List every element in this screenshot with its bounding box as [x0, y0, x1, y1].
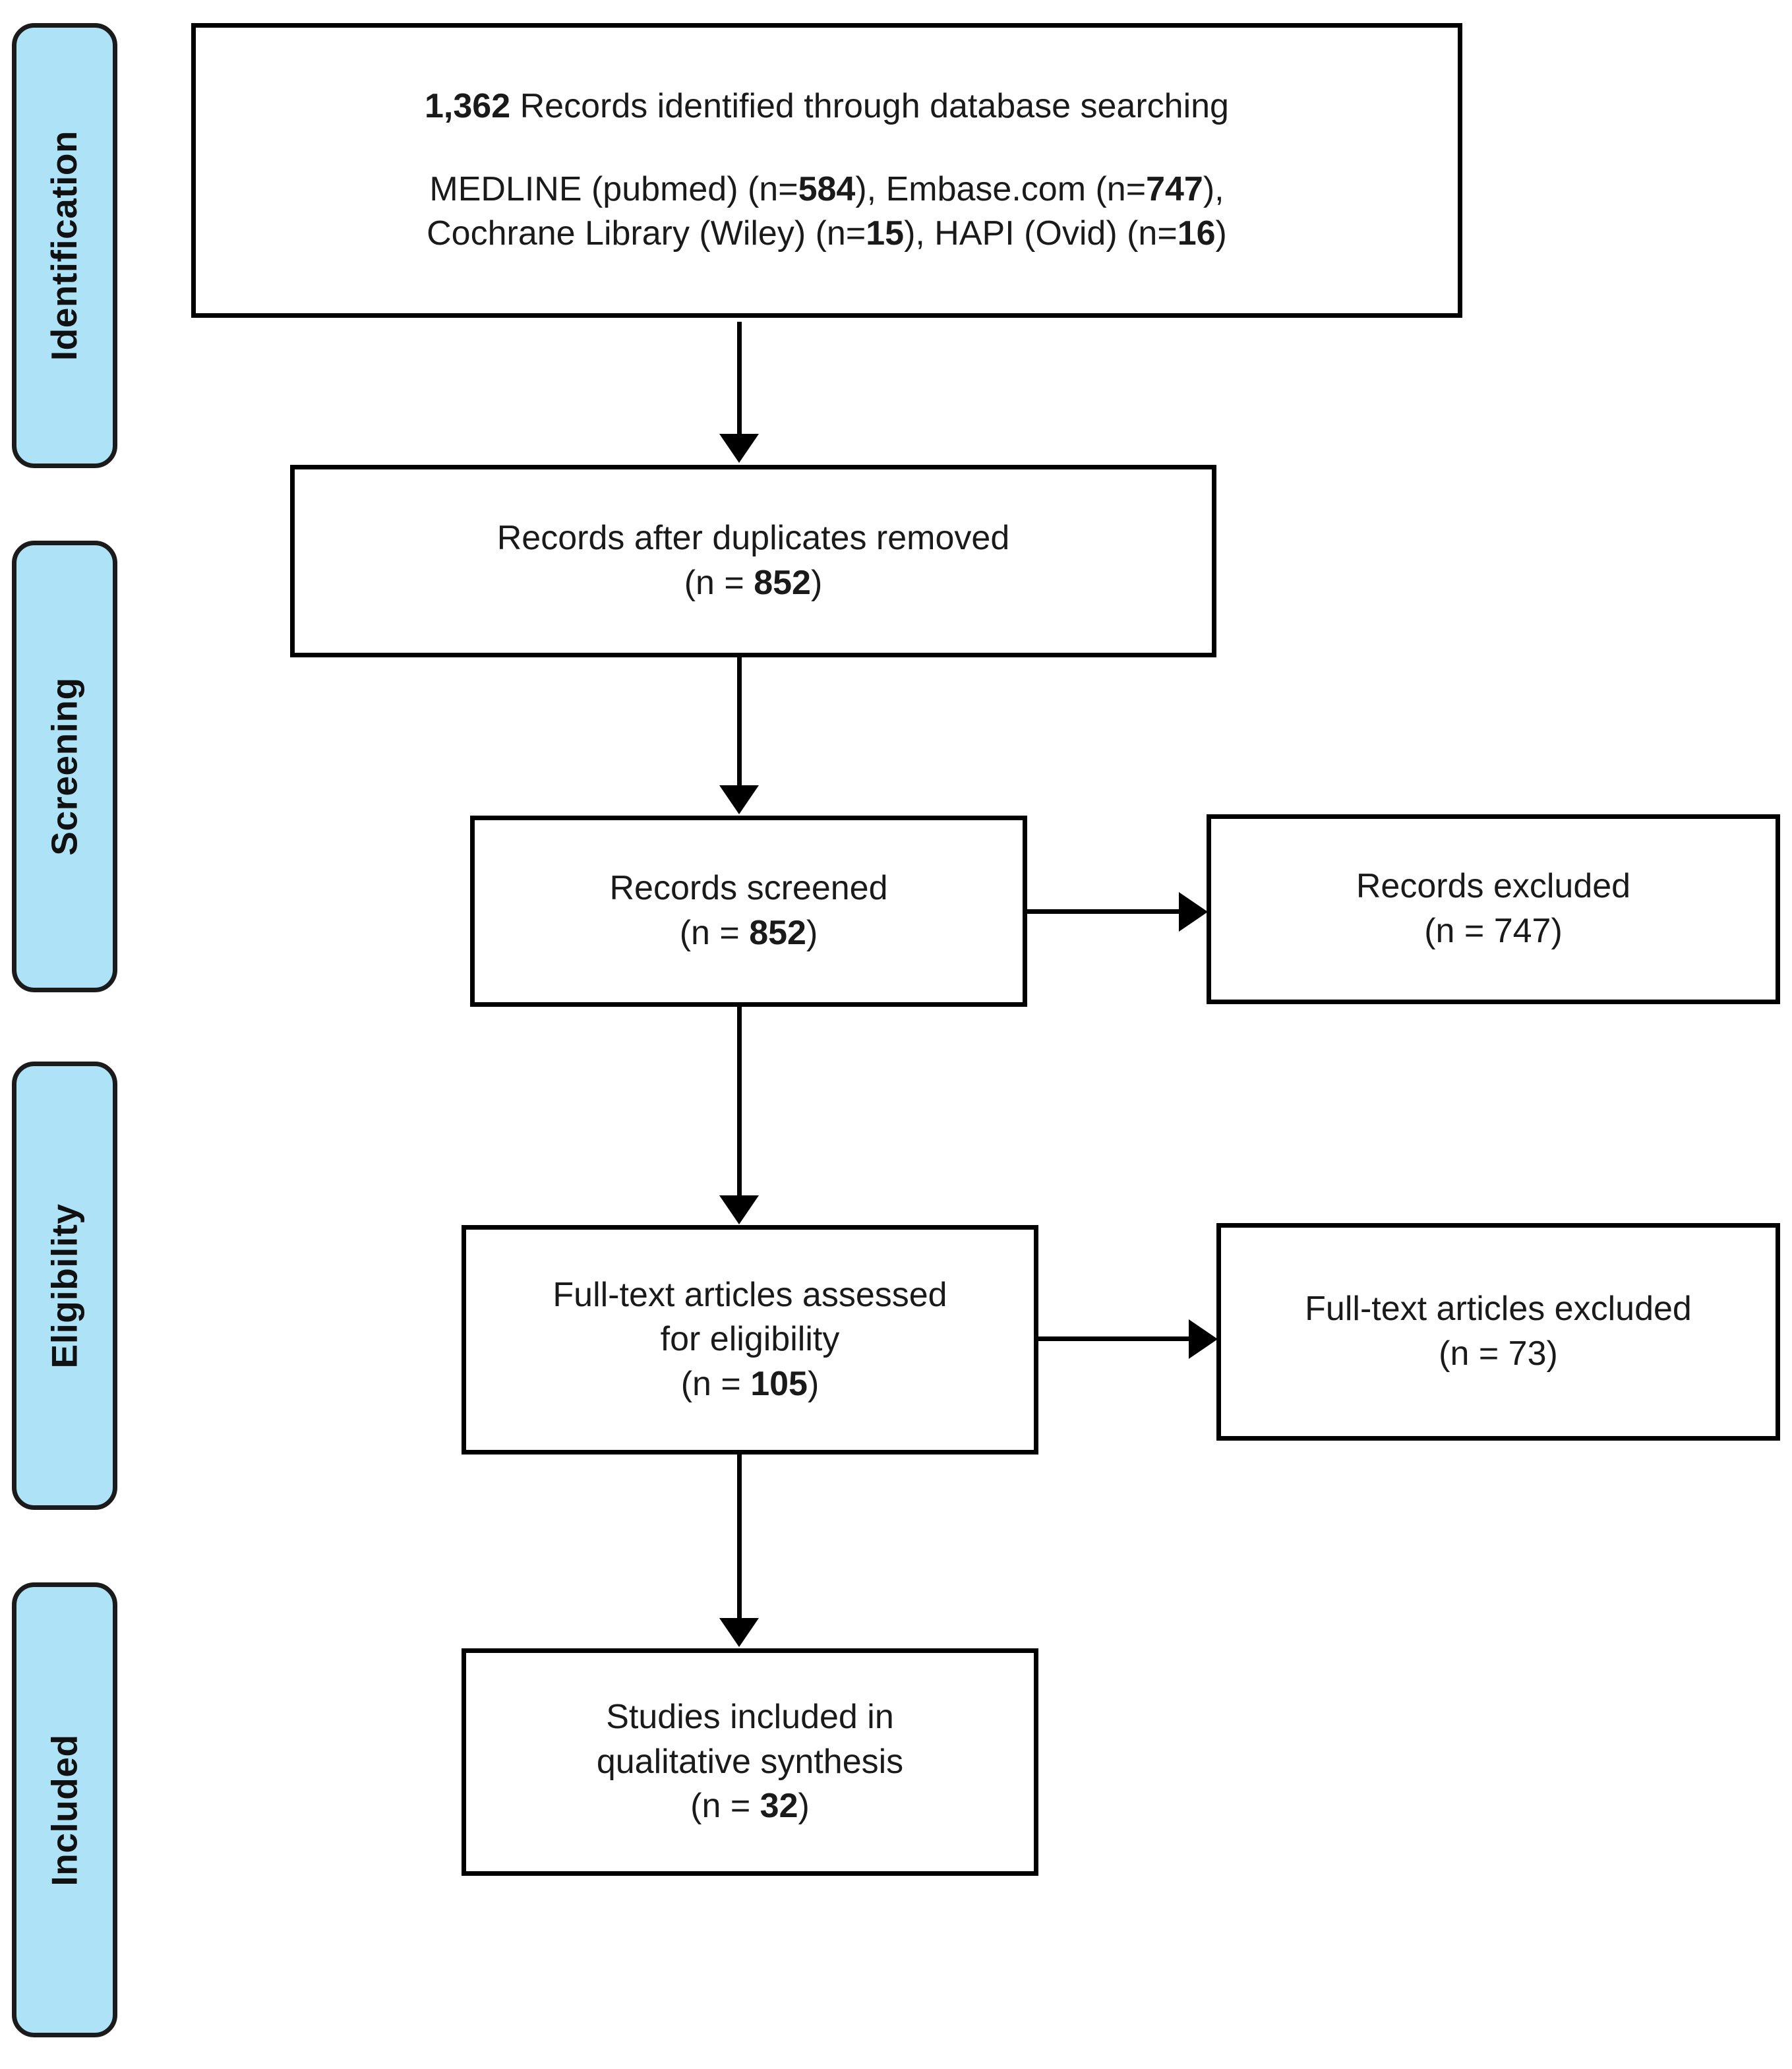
studies-included-line-3: (n = 32) — [690, 1784, 810, 1829]
box-fulltext-assessed: Full-text articles assessed for eligibil… — [462, 1225, 1038, 1454]
line2-tail: ), — [1203, 169, 1224, 208]
medline-label: MEDLINE (pubmed) (n= — [429, 169, 798, 208]
screened-n-prefix: (n = — [679, 914, 750, 952]
included-n-suffix: ) — [798, 1787, 810, 1826]
records-identified-total: 1,362 — [425, 87, 511, 126]
duplicates-removed-line-1: Records after duplicates removed — [496, 519, 1010, 558]
duplicates-removed-line-2: (n = 852) — [684, 561, 823, 606]
fulltext-n-prefix: (n = — [680, 1364, 751, 1403]
connector-identified-to-duplicates — [737, 322, 742, 435]
arrowhead-identified-to-duplicates-icon — [719, 434, 759, 463]
records-screened-line-1: Records screened — [609, 869, 888, 908]
hapi-label: ), HAPI (Ovid) (n= — [904, 214, 1178, 253]
duplicates-count: 852 — [754, 564, 811, 602]
records-screened-line-2: (n = 852) — [680, 911, 818, 956]
connector-screened-to-fulltext — [737, 1007, 742, 1197]
arrowhead-screened-to-fulltext-icon — [719, 1195, 759, 1224]
screened-count: 852 — [749, 914, 806, 952]
fulltext-n-suffix: ) — [807, 1364, 820, 1403]
included-count: 32 — [760, 1787, 798, 1826]
fulltext-excluded-line-1: Full-text articles excluded — [1305, 1290, 1692, 1329]
duplicates-n-suffix: ) — [810, 564, 823, 602]
hapi-count: 16 — [1177, 214, 1216, 253]
box-records-excluded: Records excluded (n = 747) — [1207, 814, 1780, 1004]
stage-tab-eligibility: Eligibility — [12, 1062, 117, 1510]
fulltext-assessed-line-3: (n = 105) — [681, 1362, 820, 1407]
records-identified-line-2: MEDLINE (pubmed) (n=584), Embase.com (n=… — [429, 167, 1224, 212]
arrowhead-fulltext-to-included-icon — [719, 1618, 759, 1647]
records-identified-line-1: 1,362 Records identified through databas… — [425, 84, 1229, 129]
stage-tab-screening-label: Screening — [44, 677, 85, 856]
box-records-screened: Records screened (n = 852) — [470, 816, 1027, 1007]
cochrane-label: Cochrane Library (Wiley) (n= — [427, 214, 866, 253]
stage-tab-screening: Screening — [12, 541, 117, 992]
records-excluded-line-1: Records excluded — [1356, 867, 1631, 906]
duplicates-n-prefix: (n = — [684, 564, 754, 602]
stage-tab-included-label: Included — [44, 1733, 85, 1886]
fulltext-assessed-line-2: for eligibility — [660, 1320, 840, 1359]
cochrane-count: 15 — [866, 214, 905, 253]
studies-included-line-2: qualitative synthesis — [596, 1742, 904, 1781]
records-identified-line-3: Cochrane Library (Wiley) (n=15), HAPI (O… — [427, 212, 1227, 256]
medline-count: 584 — [798, 169, 856, 208]
box-duplicates-removed: Records after duplicates removed (n = 85… — [290, 465, 1216, 657]
screened-n-suffix: ) — [806, 914, 818, 952]
embase-label: ), Embase.com (n= — [855, 169, 1147, 208]
arrowhead-fulltext-to-excluded-icon — [1189, 1319, 1218, 1359]
arrowhead-duplicates-to-screened-icon — [719, 785, 759, 814]
line3-tail: ) — [1215, 214, 1227, 253]
box-studies-included: Studies included in qualitative synthesi… — [462, 1648, 1038, 1876]
connector-screened-to-excluded — [1027, 909, 1180, 914]
box-records-identified: 1,362 Records identified through databas… — [191, 23, 1462, 318]
embase-count: 747 — [1146, 169, 1203, 208]
fulltext-count: 105 — [750, 1364, 808, 1403]
fulltext-assessed-line-1: Full-text articles assessed — [553, 1275, 947, 1314]
stage-tab-eligibility-label: Eligibility — [44, 1203, 85, 1368]
records-identified-text: Records identified through database sear… — [510, 87, 1229, 126]
studies-included-line-1: Studies included in — [606, 1698, 894, 1737]
stage-tab-identification: Identification — [12, 23, 117, 468]
stage-tab-identification-label: Identification — [44, 130, 85, 361]
box-fulltext-excluded: Full-text articles excluded (n = 73) — [1216, 1223, 1780, 1441]
records-excluded-line-2: (n = 747) — [1424, 912, 1563, 950]
connector-fulltext-to-excluded — [1038, 1336, 1190, 1341]
stage-tab-included: Included — [12, 1582, 117, 2037]
fulltext-excluded-line-2: (n = 73) — [1439, 1334, 1558, 1373]
included-n-prefix: (n = — [690, 1787, 760, 1826]
arrowhead-screened-to-excluded-icon — [1179, 892, 1208, 932]
connector-duplicates-to-screened — [737, 657, 742, 787]
connector-fulltext-to-included — [737, 1454, 742, 1619]
